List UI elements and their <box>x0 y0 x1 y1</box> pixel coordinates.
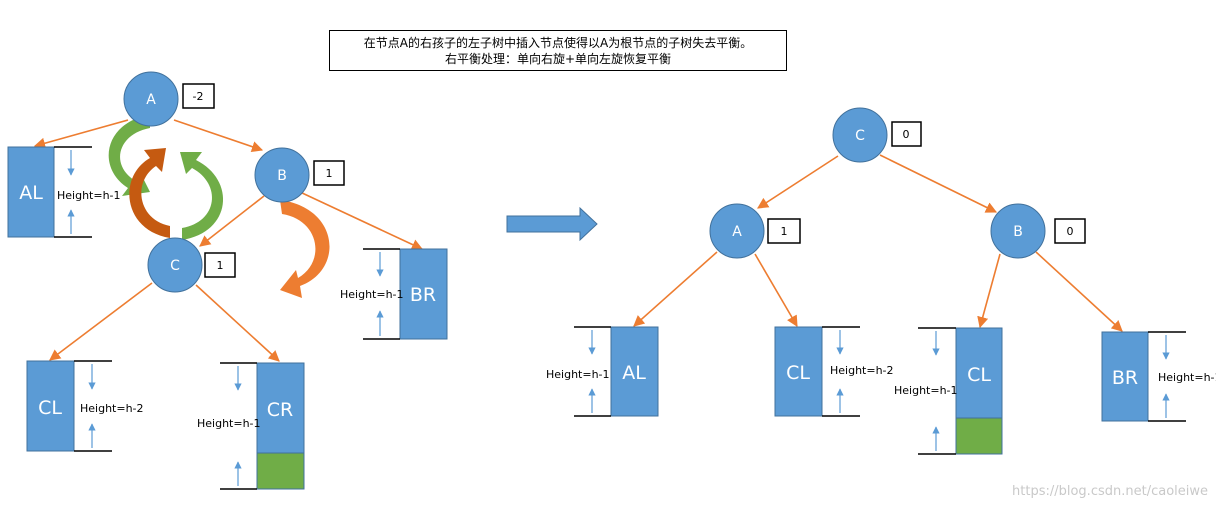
edge-c2-b2 <box>879 154 998 213</box>
height-label: Height=h-1 <box>197 417 261 430</box>
node-label: C <box>855 128 865 144</box>
subtree-label: CL <box>38 397 62 419</box>
balance-factor: 0 <box>1067 225 1074 238</box>
edge-a2-al <box>633 251 718 327</box>
node-after-b: B 0 <box>990 203 1086 259</box>
subtree-after-cl-1: CL Height=h-2 <box>774 326 894 417</box>
watermark: https://blog.csdn.net/caoleiwe <box>1012 484 1208 499</box>
node-label: A <box>732 224 742 240</box>
rotate-arrow-green-right <box>180 152 224 240</box>
edge-c-cl <box>49 282 153 361</box>
transform-arrow <box>506 206 598 242</box>
balance-factor: 0 <box>903 128 910 141</box>
edge-a-b <box>173 119 264 153</box>
edge-a-al <box>33 119 129 149</box>
edge-a2-cl <box>754 253 798 327</box>
node-before-c: C 1 <box>147 237 236 293</box>
subtree-label: BR <box>410 284 436 306</box>
subtree-before-cl: CL Height=h-2 <box>26 360 144 452</box>
subtree-before-al: AL Height=h-1 <box>7 146 121 238</box>
node-before-b: B 1 <box>254 147 345 203</box>
subtree-label: AL <box>19 182 43 204</box>
rotate-arrow-orange-right <box>280 200 330 298</box>
subtree-before-cr: CR Height=h-1 <box>197 362 305 490</box>
caption-box: 在节点A的右孩子的左子树中插入节点使得以A为根节点的子树失去平衡。 右平衡处理：… <box>329 30 787 71</box>
height-label: Height=h-1 <box>546 368 610 381</box>
node-before-a: A -2 <box>123 71 215 127</box>
caption-line-2: 右平衡处理：单向右旋+单向左旋恢复平衡 <box>444 52 672 66</box>
height-label: Height=h-2 <box>830 364 894 377</box>
edge-b2-br <box>1035 251 1123 332</box>
node-label: B <box>277 168 287 184</box>
height-label: Height=h-1 <box>894 384 958 397</box>
subtree-after-al: AL Height=h-1 <box>546 326 659 417</box>
edge-c2-a2 <box>757 155 839 209</box>
node-label: A <box>146 92 156 108</box>
subtree-after-br: BR Height=h-1 <box>1101 331 1216 422</box>
balance-factor: 1 <box>326 167 333 180</box>
rotate-arrow-green-left <box>108 115 150 196</box>
height-label: Height=h-1 <box>340 288 404 301</box>
subtree-after-cl-2: CL Height=h-1 <box>894 327 1003 455</box>
subtree-label: CL <box>786 362 810 384</box>
height-label: Height=h-2 <box>80 402 144 415</box>
edge-b-br <box>299 191 424 250</box>
balance-factor: 1 <box>781 225 788 238</box>
edge-c-cr <box>195 284 280 362</box>
balance-factor: 1 <box>217 259 224 272</box>
inserted-node-block <box>256 452 305 490</box>
balance-factor: -2 <box>193 90 204 103</box>
subtree-label: CL <box>967 364 991 386</box>
node-label: B <box>1013 224 1023 240</box>
node-after-a: A 1 <box>709 203 801 259</box>
height-label: Height=h-1 <box>1158 371 1216 384</box>
subtree-label: CR <box>267 399 293 421</box>
edge-b2-cl <box>977 253 1001 329</box>
rotate-arrow-orange-left <box>129 148 170 238</box>
inserted-node-block <box>955 417 1003 455</box>
caption-line-1: 在节点A的右孩子的左子树中插入节点使得以A为根节点的子树失去平衡。 <box>363 36 753 50</box>
node-label: C <box>170 258 180 274</box>
subtree-label: AL <box>622 362 646 384</box>
edge-b-c <box>199 195 265 247</box>
subtree-label: BR <box>1112 367 1138 389</box>
subtree-before-br: BR Height=h-1 <box>340 248 448 340</box>
after-tree-edges <box>633 154 1123 332</box>
height-label: Height=h-1 <box>57 189 121 202</box>
node-after-c: C 0 <box>832 107 922 163</box>
before-tree <box>33 115 424 362</box>
